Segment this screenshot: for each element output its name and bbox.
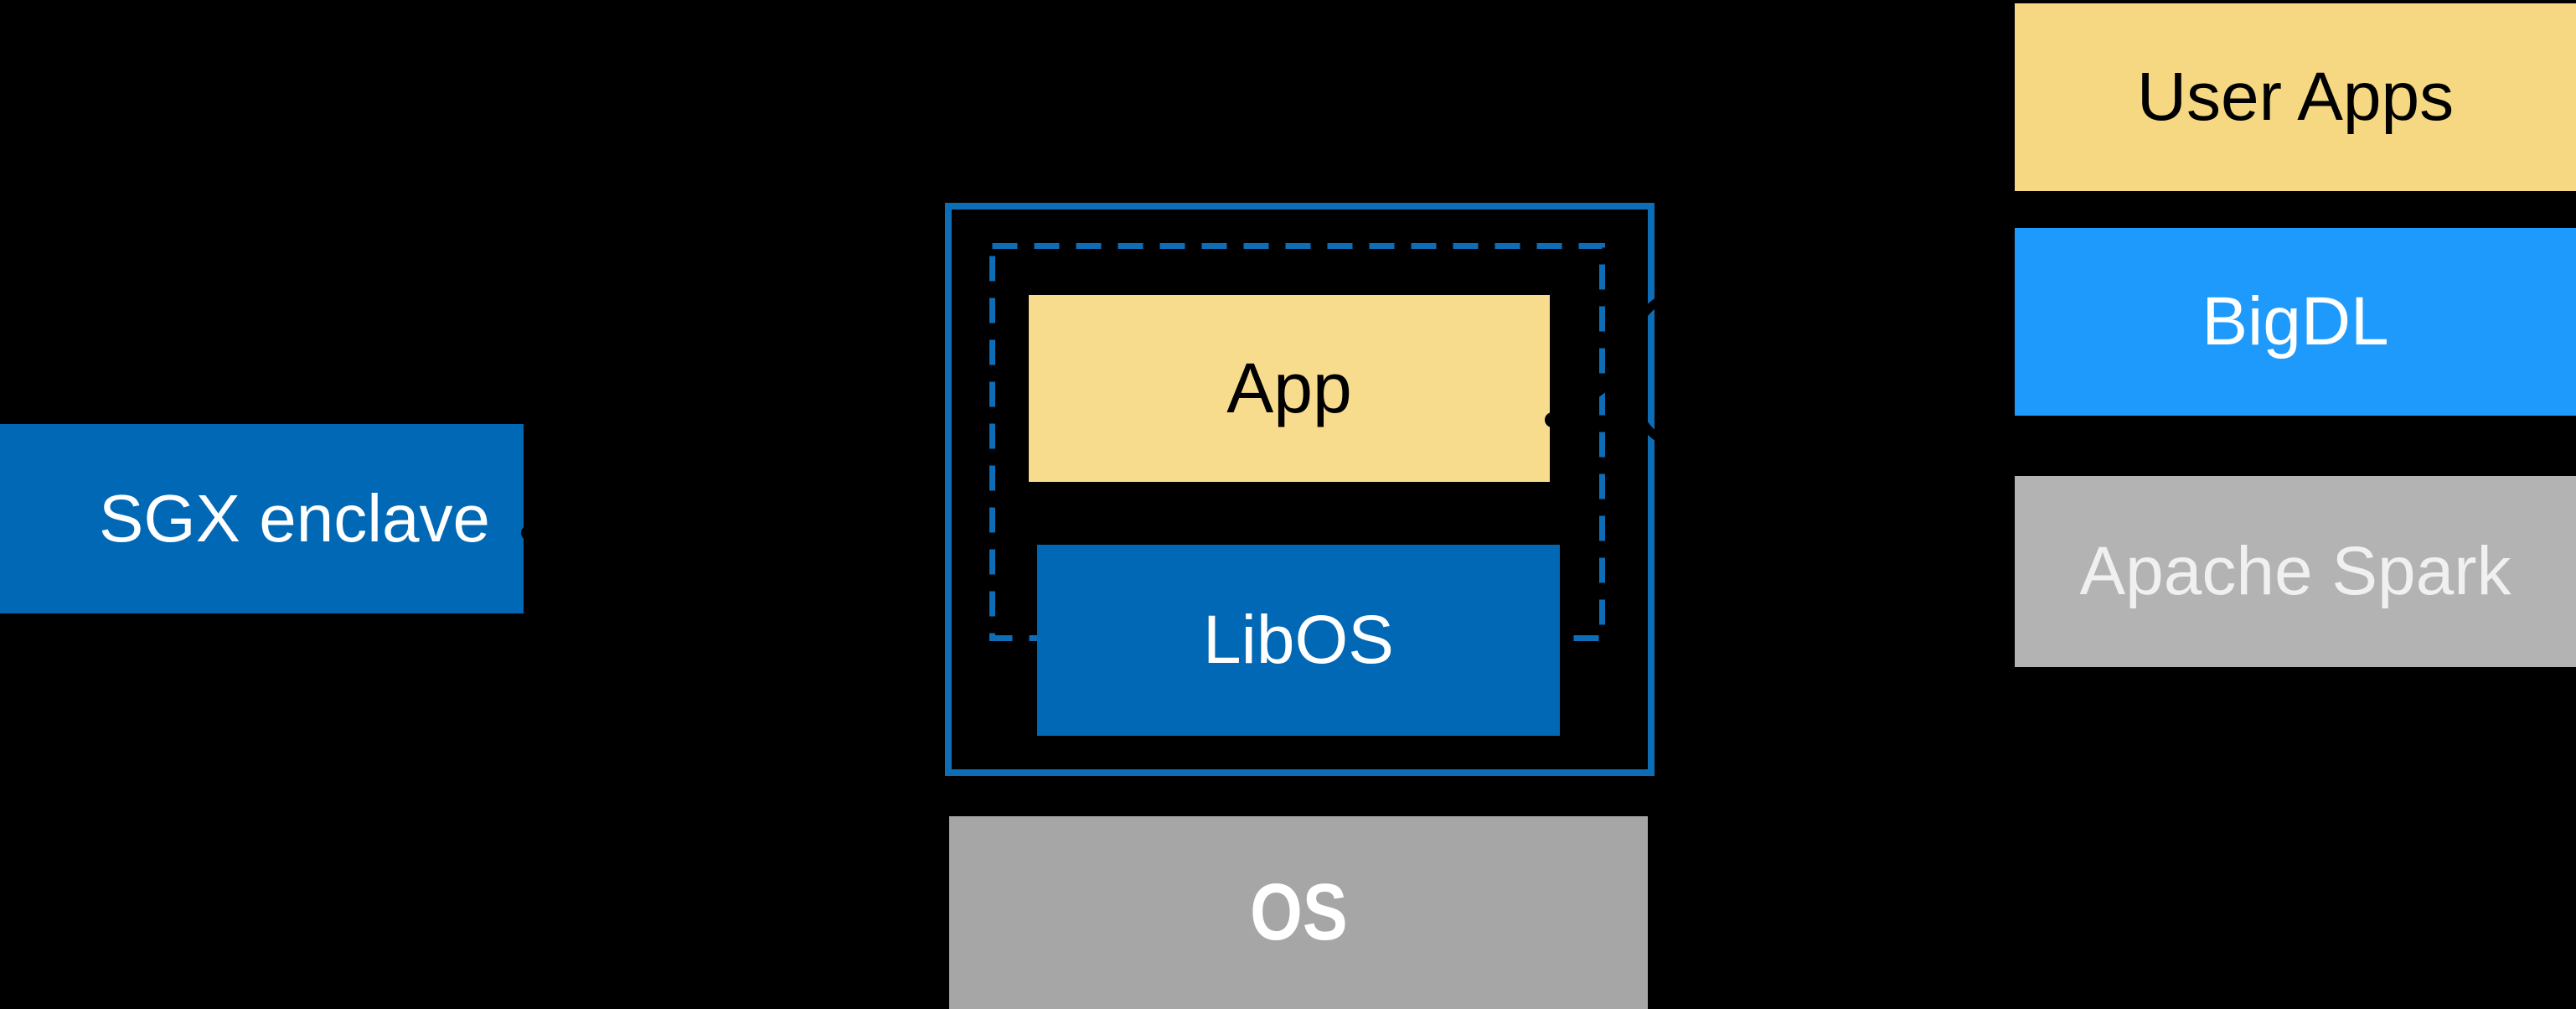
stack-item-bigdl: BigDL [2015,228,2576,416]
stack-item-apache-spark: Apache Spark [2015,476,2576,667]
user-apps-label: User Apps [2136,59,2455,135]
sgx-enclave-label-box: SGX enclave [0,424,524,613]
brace-arc [1625,284,1700,457]
sgx-label-arrow [521,515,943,551]
stack-item-user-apps: User Apps [2015,3,2576,191]
os-label: OS [1249,867,1348,957]
sgx-enclave-label: SGX enclave [99,481,490,556]
os-box: OS [949,816,1648,1009]
arrow-end-dot-icon [1545,412,1560,427]
apache-spark-label: Apache Spark [2079,533,2511,609]
app-box: App [1029,295,1550,482]
libos-box: LibOS [1037,545,1560,736]
enclave-solid-border [945,203,1655,776]
arrow-head-icon [908,515,943,551]
app-label: App [1226,349,1352,427]
libos-label: LibOS [1203,602,1394,678]
stack-to-app-brace-arrow [1545,284,1700,457]
bigdl-label: BigDL [2202,283,2389,360]
